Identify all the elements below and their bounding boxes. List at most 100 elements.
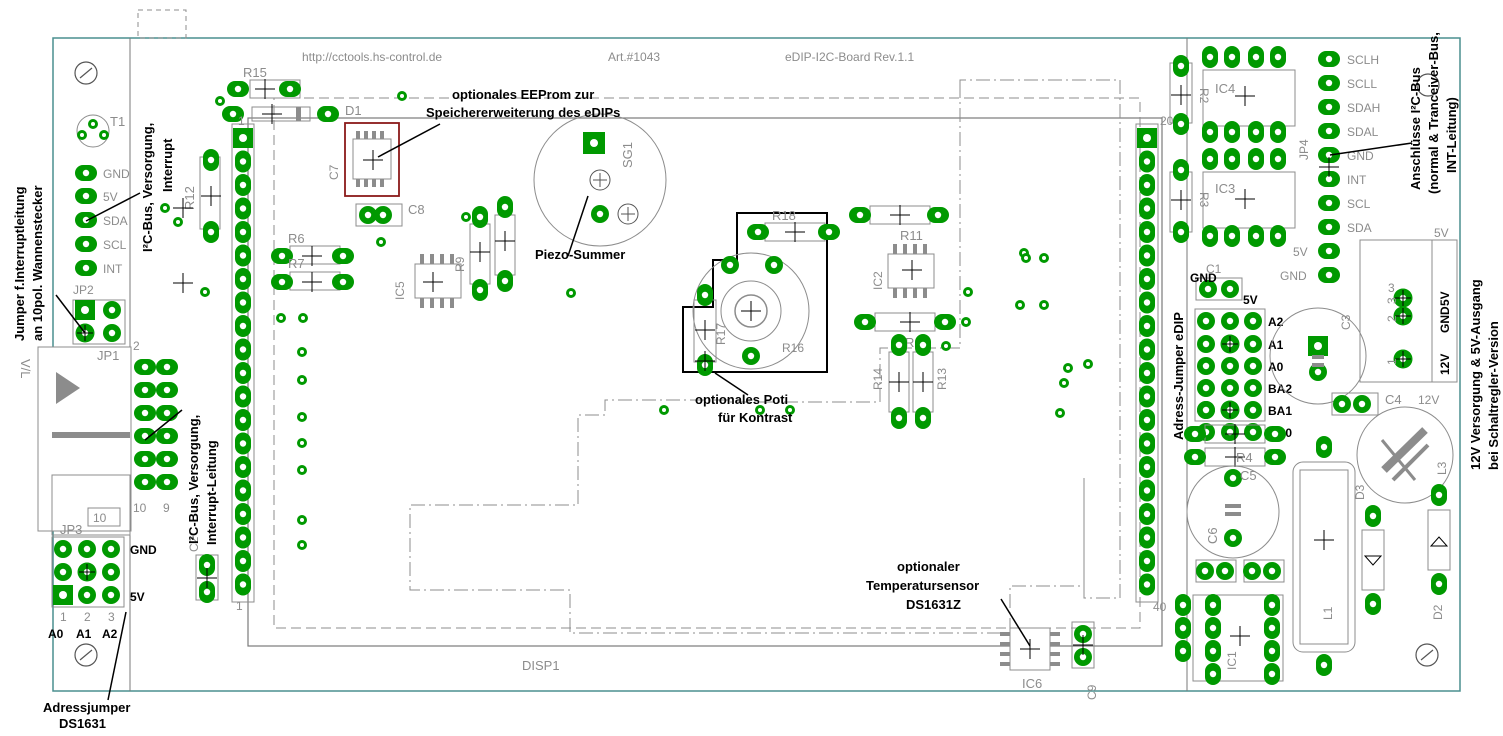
svg-text:12V: 12V xyxy=(1438,354,1452,375)
board-url: http://cctools.hs-control.de xyxy=(302,50,442,64)
svg-text:A1: A1 xyxy=(76,627,92,641)
svg-text:D1: D1 xyxy=(345,103,362,118)
svg-text:2: 2 xyxy=(133,339,140,353)
svg-text:GND: GND xyxy=(1280,269,1307,283)
vr-label: V/L xyxy=(18,359,33,379)
svg-text:10: 10 xyxy=(133,501,147,515)
svg-text:5V: 5V xyxy=(1438,291,1452,306)
svg-text:L3: L3 xyxy=(1435,461,1449,475)
i2c-right-annotation-line3: INT-Leitung) xyxy=(1444,97,1459,173)
jp1-box-header: 10 V/L JP1 2 10 9 xyxy=(18,339,170,536)
svg-text:R14: R14 xyxy=(871,368,885,390)
svg-text:C3: C3 xyxy=(1339,314,1353,330)
svg-text:1: 1 xyxy=(60,610,67,624)
svg-text:C1: C1 xyxy=(1206,262,1222,276)
mounting-hole-bottom-left xyxy=(74,643,98,667)
i2c-right-annotation-line1: Anschlüsse I²C-Bus xyxy=(1408,67,1423,190)
svg-text:5V: 5V xyxy=(1243,293,1258,307)
mounting-hole-top-right xyxy=(1416,73,1440,97)
board-name: eDIP-I2C-Board Rev.1.1 xyxy=(785,50,914,64)
svg-text:JP4: JP4 xyxy=(1297,139,1311,160)
svg-text:1: 1 xyxy=(238,114,245,128)
svg-text:5V: 5V xyxy=(103,190,118,204)
svg-text:INT: INT xyxy=(1347,173,1367,187)
svg-text:3: 3 xyxy=(108,610,115,624)
svg-text:L1: L1 xyxy=(1321,606,1335,620)
svg-text:R12: R12 xyxy=(182,186,197,210)
poti-annotation-line2: für Kontrast xyxy=(718,410,793,425)
ic1-dip8: IC1 xyxy=(1175,594,1284,685)
display-header-right xyxy=(1135,123,1159,603)
ic3-dip8: IC3 xyxy=(1202,148,1296,247)
svg-text:R18: R18 xyxy=(772,208,796,223)
adress-edip-annotation: Adress-Jumper eDIP xyxy=(1171,312,1186,440)
svg-text:JP3: JP3 xyxy=(60,522,82,537)
display-header-left xyxy=(231,123,255,603)
temp-annotation-line1: optionaler xyxy=(897,559,960,574)
svg-text:D3: D3 xyxy=(1353,484,1367,500)
svg-text:A0: A0 xyxy=(48,627,64,641)
svg-text:C8: C8 xyxy=(408,202,425,217)
jumper-int-annotation-line1: Jumper f.Interruptleitung xyxy=(12,186,27,341)
svg-text:SDAL: SDAL xyxy=(1347,125,1379,139)
svg-text:SDA: SDA xyxy=(103,214,128,228)
eeprom-annotation-line1: optionales EEProm zur xyxy=(452,87,594,102)
eeprom-annotation-line2: Speichererweiterung des eDIPs xyxy=(426,105,620,120)
jp1-label: JP1 xyxy=(97,348,119,363)
svg-text:12V: 12V xyxy=(1418,393,1439,407)
power-annotation-line2: bei Schaltregler-Version xyxy=(1486,321,1501,470)
t1-label: T1 xyxy=(110,114,125,129)
svg-text:IC1: IC1 xyxy=(1225,651,1239,670)
mounting-hole-top-left xyxy=(74,61,98,85)
svg-text:3: 3 xyxy=(1388,281,1395,295)
svg-text:R15: R15 xyxy=(243,65,267,80)
svg-text:R4: R4 xyxy=(1236,450,1253,465)
piezo-annotation: Piezo-Summer xyxy=(535,247,625,262)
inductor-l1: L1 xyxy=(1292,436,1356,676)
power-annotation-line1: 12V Versorgung & 5V-Ausgang xyxy=(1468,279,1483,470)
svg-text:IC2: IC2 xyxy=(871,271,885,290)
svg-text:R7: R7 xyxy=(288,256,305,271)
ic6-temp-sensor: IC6 xyxy=(1000,627,1060,691)
display-outline xyxy=(247,117,1163,647)
svg-text:INT: INT xyxy=(103,262,123,276)
svg-text:SDA: SDA xyxy=(1347,221,1372,235)
svg-text:C7: C7 xyxy=(327,164,341,180)
jp3-address-jumper: JP3 GND 5V 1 2 3 A0 A1 A2 xyxy=(48,522,157,641)
poti-highlight-outline xyxy=(682,212,828,373)
svg-text:D2: D2 xyxy=(1431,604,1445,620)
svg-text:R16: R16 xyxy=(782,341,804,355)
addrjumper-annotation-line2: DS1631 xyxy=(59,716,106,731)
i2c-mid-annotation-line2: Interrupt-Leitung xyxy=(204,440,219,545)
svg-text:IC3: IC3 xyxy=(1215,181,1235,196)
svg-text:R6: R6 xyxy=(288,231,305,246)
svg-text:GND: GND xyxy=(1190,271,1217,285)
svg-text:R11: R11 xyxy=(900,228,923,243)
svg-text:GND: GND xyxy=(1438,306,1452,333)
jumper-int-annotation-line2: an 10pol. Wannenstecker xyxy=(30,185,45,341)
svg-text:SCLH: SCLH xyxy=(1347,53,1379,67)
svg-text:R2: R2 xyxy=(1197,88,1211,104)
poti-annotation-line1: optionales Poti xyxy=(695,392,788,407)
svg-text:BA1: BA1 xyxy=(1268,404,1292,418)
svg-text:2: 2 xyxy=(84,610,91,624)
svg-text:9: 9 xyxy=(163,501,170,515)
svg-text:SG1: SG1 xyxy=(620,142,635,168)
mounting-hole-bottom-right xyxy=(1415,643,1439,667)
jp2-label: JP2 xyxy=(73,283,94,297)
svg-text:SDAH: SDAH xyxy=(1347,101,1380,115)
svg-text:IC6: IC6 xyxy=(1022,676,1042,691)
svg-text:GND: GND xyxy=(130,543,157,557)
svg-text:C9: C9 xyxy=(1085,684,1099,700)
svg-text:IC4: IC4 xyxy=(1215,81,1235,96)
svg-text:1: 1 xyxy=(236,599,243,613)
svg-text:A2: A2 xyxy=(102,627,118,641)
svg-text:3: 3 xyxy=(1385,297,1399,304)
addrjumper-annotation-line1: Adressjumper xyxy=(43,700,130,715)
svg-text:A2: A2 xyxy=(1268,315,1284,329)
svg-text:10: 10 xyxy=(93,511,107,525)
svg-text:GND: GND xyxy=(103,167,130,181)
i2c-top-annotation-line1: I²C-Bus, Versorgung, xyxy=(140,123,155,252)
svg-text:R13: R13 xyxy=(935,368,949,390)
